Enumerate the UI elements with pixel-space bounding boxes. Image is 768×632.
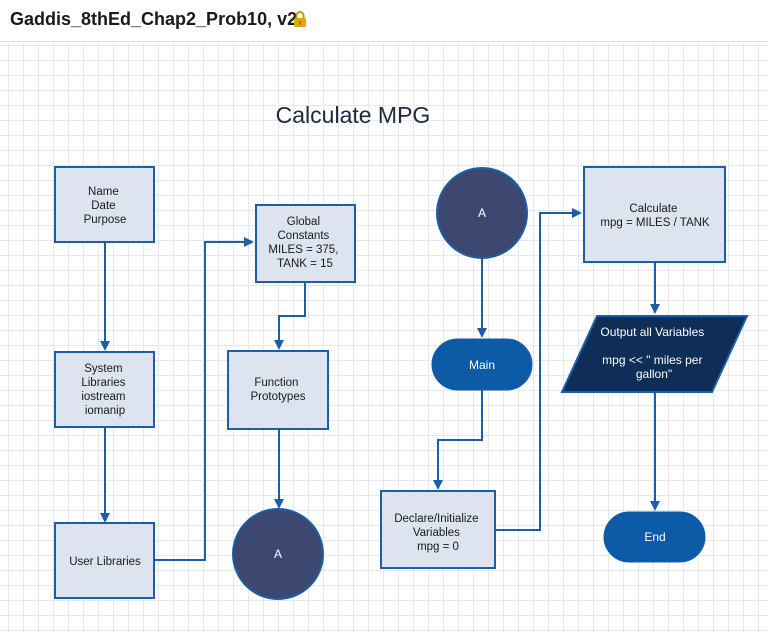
arrow-declare-to-calculate: [496, 208, 582, 531]
main-terminator[interactable]: Main: [431, 338, 533, 391]
header-info-box[interactable]: Name Date Purpose: [54, 166, 155, 243]
user-libraries-box[interactable]: User Libraries: [54, 522, 155, 599]
svg-text:Global Constants: Global Constants MILES = 375, TANK = 15: [268, 216, 341, 270]
flow-arrows: [100, 208, 660, 561]
svg-text:Main: Main: [469, 358, 495, 372]
svg-text:Name Date Purp: Name Date Purpose: [84, 186, 127, 226]
svg-text:Calculate mpg = MILES: Calculate mpg = MILES / TANK: [600, 203, 710, 229]
svg-text:System Libraries: System Libraries iostream iomanip: [81, 363, 128, 417]
arrow-user-to-global: [155, 237, 254, 561]
diagram-title: Calculate MPG: [276, 102, 431, 128]
svg-text:A: A: [478, 206, 486, 220]
lock-icon[interactable]: [293, 10, 307, 28]
output-parallelogram[interactable]: Output all Variables mpg << " miles per …: [560, 315, 749, 393]
svg-text:Function Prototypes: Function Prototypes: [251, 377, 306, 403]
svg-text:Declare/Initialize Var: Declare/Initialize Variables mpg = 0: [394, 513, 482, 553]
svg-text:End: End: [644, 530, 665, 544]
document-header: Gaddis_8thEd_Chap2_Prob10, v2: [0, 0, 768, 42]
function-prototypes-box[interactable]: Function Prototypes: [227, 350, 329, 430]
document-title[interactable]: Gaddis_8thEd_Chap2_Prob10, v2: [10, 9, 298, 29]
svg-text:User Libraries: User Libraries: [69, 556, 141, 568]
global-constants-box[interactable]: Global Constants MILES = 375, TANK = 15: [255, 204, 356, 283]
svg-text:Output all Variables: Output all Variables mpg << " miles per …: [600, 325, 707, 381]
flowchart: Calculate MPG Name Date Purpose: [54, 102, 749, 600]
calculate-box[interactable]: Calculate mpg = MILES / TANK: [583, 166, 726, 263]
svg-text:A: A: [274, 547, 282, 561]
connector-a-out[interactable]: A: [232, 508, 324, 600]
end-terminator[interactable]: End: [603, 511, 706, 563]
arrow-global-to-prototypes: [274, 282, 306, 350]
system-libraries-box[interactable]: System Libraries iostream iomanip: [54, 351, 155, 428]
declare-variables-box[interactable]: Declare/Initialize Variables mpg = 0: [380, 490, 496, 569]
connector-a-in[interactable]: A: [436, 167, 528, 259]
diagram-canvas[interactable]: Calculate MPG Name Date Purpose: [0, 43, 768, 632]
arrow-main-to-declare: [433, 390, 483, 490]
